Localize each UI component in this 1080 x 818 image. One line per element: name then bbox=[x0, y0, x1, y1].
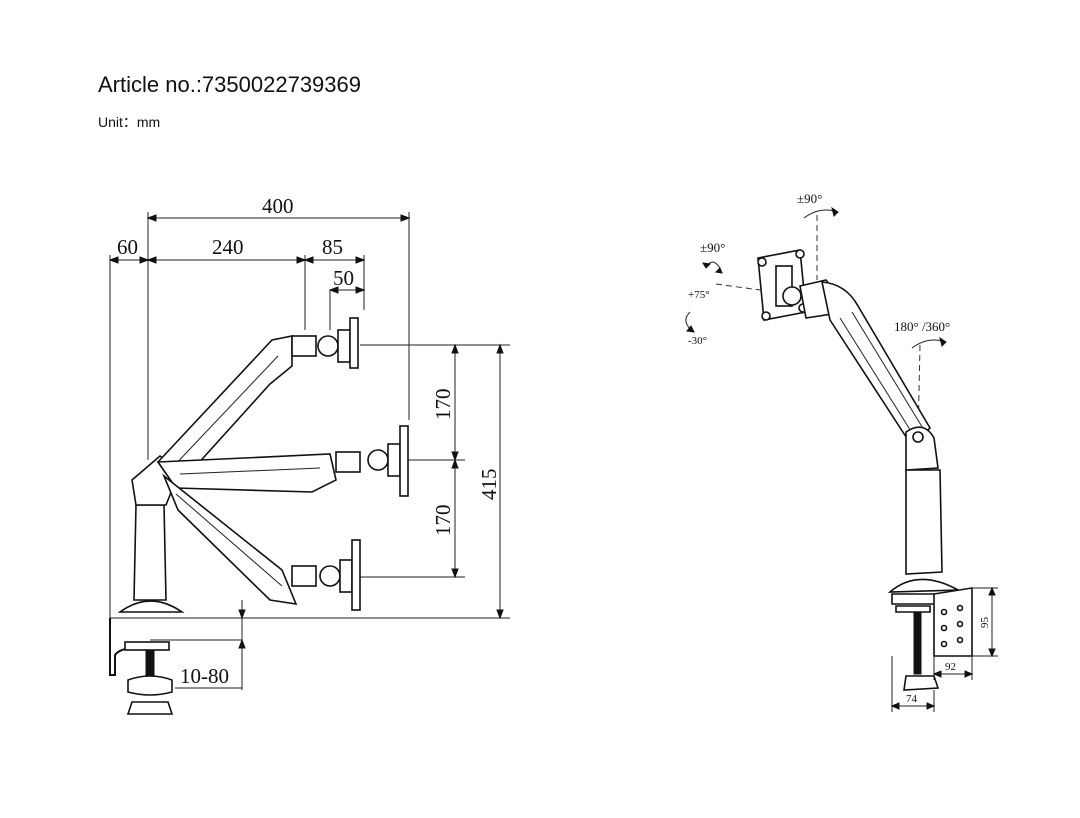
label-tilt-down: -30° bbox=[688, 335, 707, 347]
clamp-knob bbox=[127, 675, 173, 696]
tilt-joint-lower bbox=[319, 565, 341, 587]
label-tilt-up: +75° bbox=[688, 289, 710, 301]
label-rotate: ±90° bbox=[700, 240, 725, 255]
dim-upper-range: 170 bbox=[431, 389, 455, 421]
label-swivel-top: ±90° bbox=[797, 191, 822, 206]
main-arm bbox=[820, 281, 932, 448]
dim-head: 85 bbox=[322, 235, 343, 259]
dim-arm: 240 bbox=[212, 235, 244, 259]
vesa-plate-upper bbox=[349, 317, 359, 369]
dim-clamp-depth: 74 bbox=[906, 693, 918, 705]
head-middle bbox=[335, 451, 361, 473]
dim-offset: 60 bbox=[117, 235, 138, 259]
vesa-plate-lower bbox=[351, 539, 361, 611]
dim-lower-range: 170 bbox=[431, 505, 455, 537]
clamp-plate bbox=[124, 641, 170, 651]
dim-clamp-width: 92 bbox=[945, 661, 956, 673]
right-base bbox=[887, 578, 961, 593]
left-view: 400 60 240 85 50 170 170 415 10-80 bbox=[108, 194, 510, 715]
unit-label: Unit：mm bbox=[98, 114, 161, 130]
article-number: Article no.:7350022739369 bbox=[98, 72, 361, 97]
dim-clamp-height: 95 bbox=[979, 617, 991, 629]
right-clamp-knob bbox=[903, 675, 940, 691]
tilt-joint-middle bbox=[367, 449, 389, 471]
pole bbox=[133, 504, 167, 601]
dim-height: 415 bbox=[477, 469, 501, 501]
right-pole bbox=[905, 469, 943, 575]
right-view: ±90° ±90° +75° -30° 180° /360° bbox=[685, 191, 998, 712]
dim-total-width: 400 bbox=[262, 194, 294, 218]
arm-lowered bbox=[162, 473, 298, 606]
right-clamp-screw bbox=[913, 611, 922, 675]
head-lower bbox=[291, 565, 317, 587]
dim-clamp: 10-80 bbox=[180, 664, 229, 688]
vesa-plate-middle bbox=[399, 425, 409, 497]
base-collar bbox=[117, 600, 185, 613]
dim-plate: 50 bbox=[333, 266, 354, 290]
clamp-pad bbox=[126, 701, 174, 715]
clamp-side-plate bbox=[933, 587, 973, 657]
head-upper bbox=[291, 335, 317, 357]
tilt-joint-upper bbox=[317, 335, 339, 357]
tilt-knob bbox=[782, 286, 802, 306]
label-base-rotation: 180° /360° bbox=[894, 319, 950, 334]
